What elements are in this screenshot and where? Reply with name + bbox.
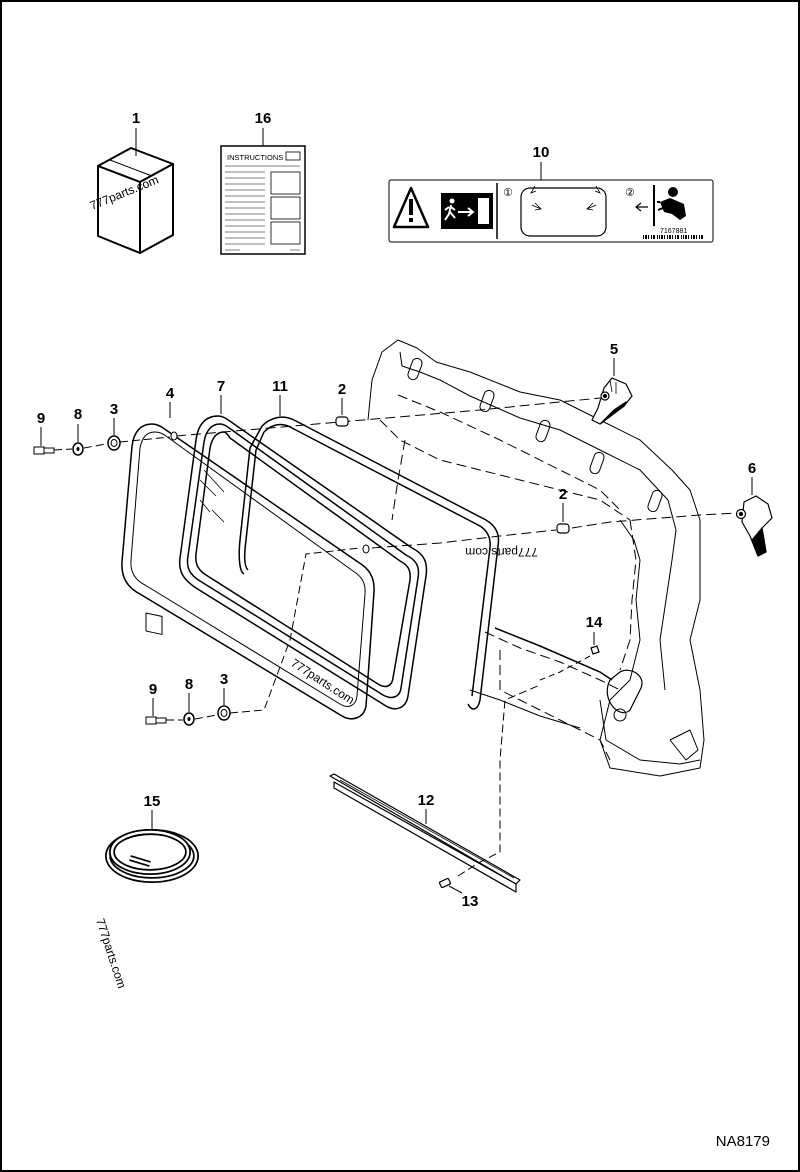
instructions-sheet: INSTRUCTIONS: [220, 145, 306, 255]
washer-8-upper: [72, 442, 84, 456]
dashed-leader-upper-left: [53, 436, 171, 451]
dashed-leader-13: [457, 684, 541, 877]
callout-13: 13: [462, 893, 479, 910]
exit-sign-icon: [441, 193, 493, 229]
cab-frame-outline: [367, 339, 705, 777]
callout-3-lower: 3: [220, 671, 228, 688]
dashed-leader-14: [539, 655, 591, 681]
callout-7: 7: [217, 378, 225, 395]
decal-part-number: 7167881: [660, 228, 687, 235]
hole-upper: [170, 431, 178, 441]
grommet-3-lower: [217, 705, 231, 721]
window-diagram-icon: [520, 185, 607, 237]
decal-step-1: ①: [503, 186, 513, 199]
callout-9-lower: 9: [149, 681, 157, 698]
callout-12: 12: [418, 792, 435, 809]
callout-11: 11: [272, 378, 288, 395]
window-gasket: [238, 416, 500, 710]
callout-8-upper: 8: [74, 406, 82, 423]
spacer-2-lower: [556, 523, 570, 534]
emergency-exit-decal: ① ② 7167881: [388, 179, 714, 243]
grommet-3-upper: [107, 435, 121, 451]
callout-10: 10: [533, 144, 550, 161]
bolt-9-lower: [145, 716, 167, 725]
nut-14: [590, 645, 600, 655]
bolt-9-upper: [33, 446, 55, 455]
window-seal: [178, 415, 428, 710]
callout-9-upper: 9: [37, 410, 45, 427]
callout-16: 16: [255, 110, 272, 127]
watermark-3: 777parts.com: [465, 545, 538, 559]
callout-14: 14: [586, 614, 603, 631]
callout-8-lower: 8: [185, 676, 193, 693]
latch-handle-5: [591, 377, 633, 425]
callout-15: 15: [144, 793, 161, 810]
coiled-seal-15: [105, 829, 199, 883]
instructions-title: INSTRUCTIONS: [227, 153, 283, 162]
dashed-leader-upper: [175, 397, 601, 437]
sill-strip-12: [329, 773, 521, 893]
callout-2-lower: 2: [559, 486, 567, 503]
hole-lower: [362, 544, 370, 554]
callout-6: 6: [748, 460, 756, 477]
watermark-4: 777parts.com: [93, 917, 129, 990]
callout-1: 1: [132, 110, 140, 127]
dashed-leader-middle: [371, 512, 739, 549]
latch-handle-6: [735, 495, 773, 557]
callout-5: 5: [610, 341, 618, 358]
decal-barcode: [643, 235, 703, 239]
spacer-2-upper: [335, 416, 349, 427]
leader-line-13: [448, 885, 463, 894]
person-pushing-icon: [635, 185, 686, 226]
figure-id: NA8179: [716, 1133, 770, 1150]
frame-rail: [494, 627, 613, 681]
part-box-icon: [97, 147, 174, 254]
callout-3-upper: 3: [110, 401, 118, 418]
washer-8-lower: [183, 712, 195, 726]
warning-triangle-icon: [392, 186, 430, 229]
screw-13: [438, 877, 452, 889]
callout-4: 4: [166, 385, 175, 402]
dashed-leader-lower-left: [166, 547, 361, 721]
callout-2-upper: 2: [338, 381, 346, 398]
decal-step-2: ②: [625, 186, 635, 199]
